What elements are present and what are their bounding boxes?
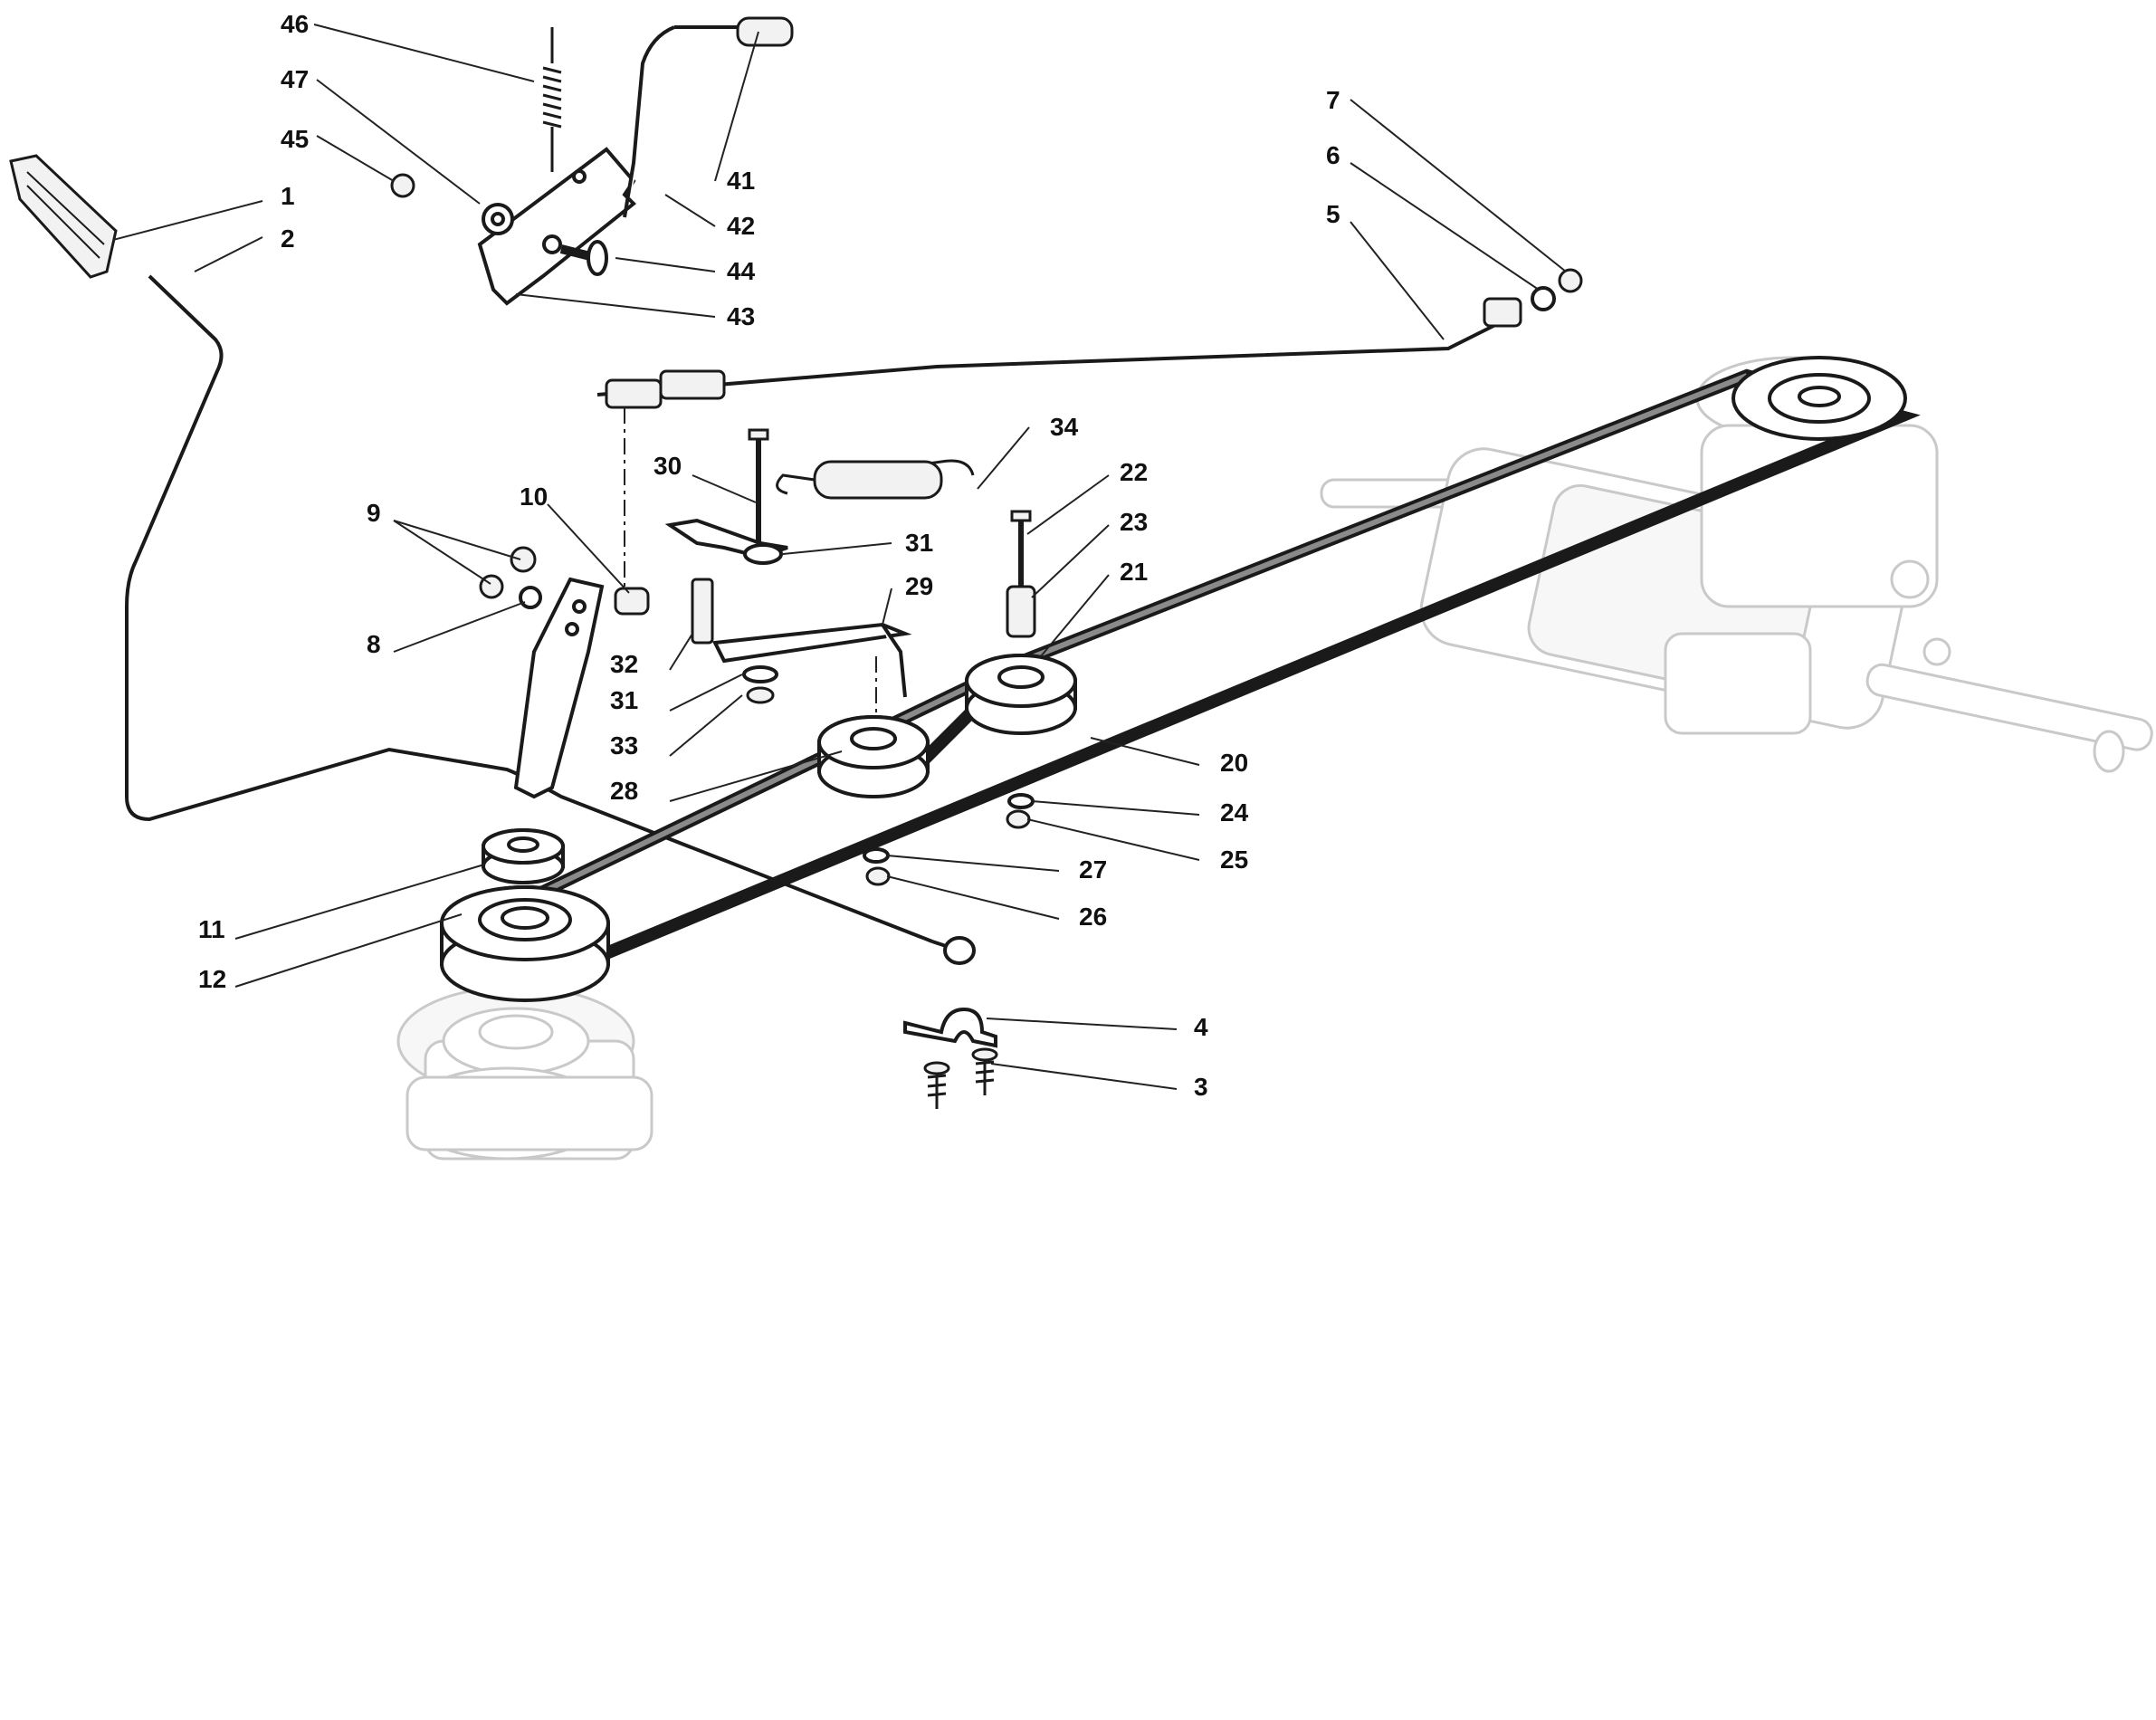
- transmission-pulley: [1731, 356, 1907, 441]
- washer-6: [1531, 286, 1556, 311]
- control-rod: [596, 311, 1522, 397]
- idler-pulley-21: [965, 654, 1077, 735]
- nut-26: [865, 866, 891, 886]
- nut-33: [746, 686, 775, 704]
- spring-small: [542, 27, 562, 172]
- washer-24: [1007, 793, 1035, 809]
- washer-27: [863, 847, 890, 864]
- lever-knob: [736, 16, 794, 47]
- rod-end-right: [1483, 297, 1522, 328]
- washer-8: [519, 586, 542, 609]
- pivot-pin: [614, 587, 650, 616]
- nut-25: [1006, 809, 1031, 829]
- leader-lines: [112, 24, 1567, 1090]
- pto-clutch-ghost: [396, 985, 653, 1161]
- lever-rod: [623, 25, 675, 218]
- spacer-23: [1006, 585, 1036, 638]
- screw-right: [975, 1055, 995, 1095]
- spacer-32: [691, 578, 714, 645]
- screw-left: [927, 1068, 947, 1109]
- lever-bolt: [587, 240, 608, 276]
- spacer-11: [482, 828, 565, 884]
- rod-end-cap: [943, 936, 976, 965]
- pedal-pad: [9, 154, 118, 279]
- nut-45: [390, 173, 415, 198]
- rod-end-left: [605, 378, 663, 409]
- nut-7: [1558, 268, 1583, 293]
- transmission-ghost: [1320, 356, 2153, 773]
- pivot-bracket: [513, 577, 605, 799]
- rod-clamp: [903, 1007, 997, 1048]
- idler-pulley-28: [817, 715, 930, 798]
- washer-31-top: [743, 543, 783, 565]
- lever-plate: [477, 147, 636, 306]
- nut-9a: [510, 546, 537, 573]
- washer-31-bottom: [742, 665, 778, 683]
- drive-pulley-12: [440, 885, 610, 1002]
